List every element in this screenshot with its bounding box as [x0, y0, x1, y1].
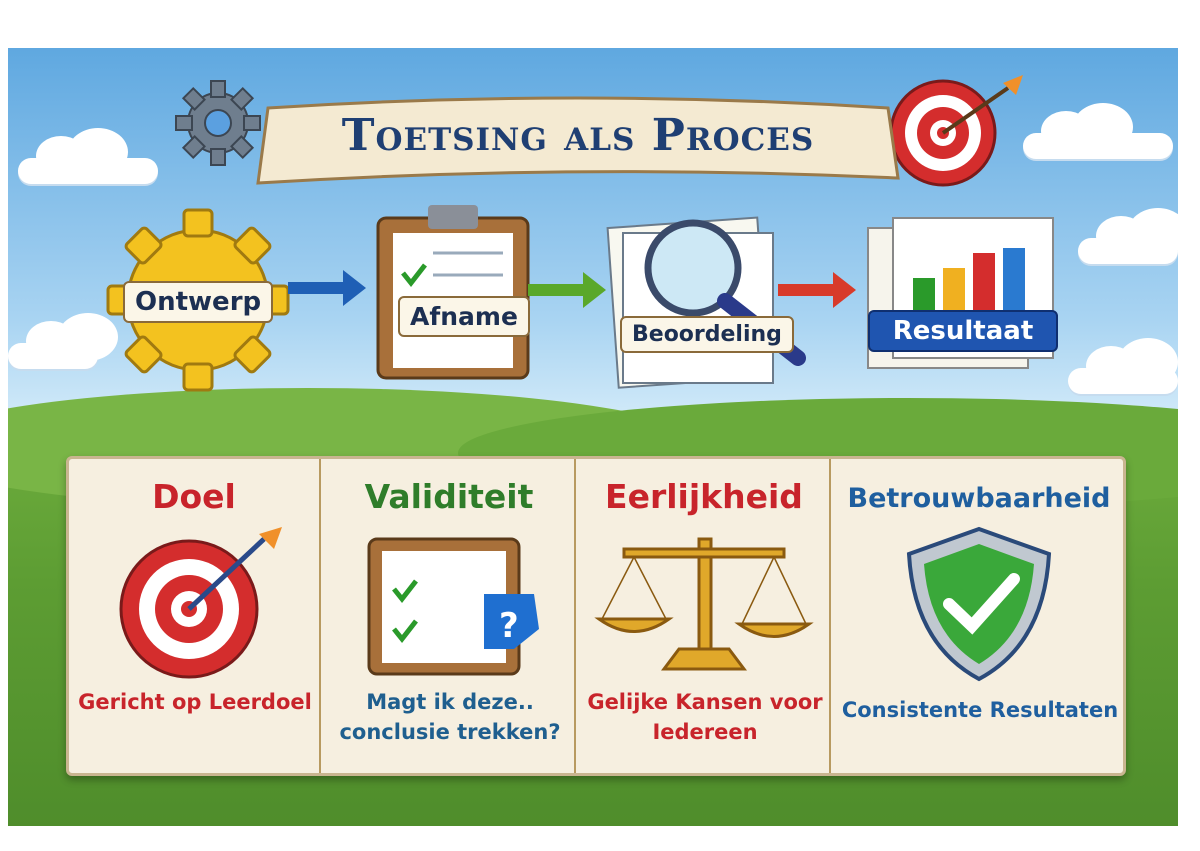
arrow-icon	[778, 272, 856, 308]
principle-eerlijkheid: Eerlijkheid Gelijke Kansen voor Iedereen	[579, 459, 831, 773]
target-icon	[889, 75, 1023, 187]
scales-icon	[594, 537, 814, 671]
title-banner: Toetsing als Proces	[256, 88, 900, 185]
principle-text: Consistente Resultaten	[841, 698, 1119, 722]
principle-title: Validiteit	[364, 477, 534, 516]
target-icon	[119, 527, 282, 679]
step-ontwerp: Ontwerp	[123, 281, 274, 323]
page-title: Toetsing als Proces	[341, 110, 815, 161]
principle-title: Betrouwbaarheid	[847, 483, 1111, 514]
cloud	[1023, 103, 1173, 159]
infographic: Toetsing als Proces Ontwerp Afname Beoor…	[8, 48, 1178, 826]
step-afname: Afname	[398, 296, 530, 337]
cloud	[1068, 338, 1178, 394]
principle-doel: Doel Gericht op Leerdoel	[69, 459, 321, 773]
gear-icon	[157, 62, 279, 184]
principle-validiteit: Validiteit ? Magt ik deze.. conclusie tr…	[324, 459, 576, 773]
cloud	[8, 313, 118, 369]
principles-panel: Doel Gericht op Leerdoel Validiteit ? Ma…	[66, 456, 1126, 776]
principle-title: Eerlijkheid	[605, 477, 803, 516]
clipboard-question-icon: ?	[367, 537, 539, 676]
shield-check-icon	[906, 526, 1052, 682]
principle-text: Gericht op Leerdoel	[78, 690, 312, 714]
principle-betrouwbaarheid: Betrouwbaarheid Consistente Resultaten	[834, 459, 1124, 773]
principle-title: Doel	[152, 477, 236, 516]
principle-text: Magt ik deze.. conclusie trekken?	[339, 690, 561, 744]
cloud	[18, 128, 158, 184]
bar-chart-icon	[867, 217, 1054, 369]
clipboard-icon	[376, 205, 530, 380]
arrow-icon	[288, 270, 366, 306]
principle-text: Gelijke Kansen voor Iedereen	[587, 690, 823, 744]
svg-text:?: ?	[499, 606, 519, 646]
arrow-icon	[528, 272, 606, 308]
cloud	[1078, 208, 1178, 264]
step-resultaat: Resultaat	[868, 310, 1058, 352]
step-beoordeling: Beoordeling	[620, 316, 794, 353]
